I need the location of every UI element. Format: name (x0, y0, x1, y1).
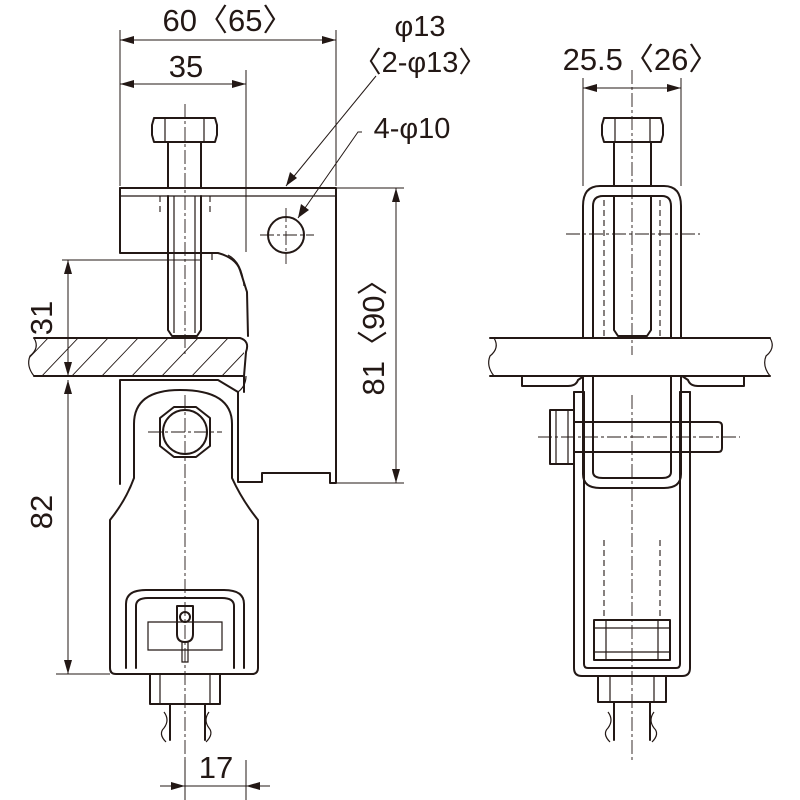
label-body-height: 81〈90〉 (356, 265, 391, 396)
set-bolt (151, 104, 218, 355)
side-cross-bolt (538, 409, 740, 465)
label-hole-small: 4-φ10 (374, 113, 451, 145)
clamp-body (119, 187, 337, 485)
hanger-plate (109, 389, 259, 675)
side-rod (604, 395, 658, 760)
label-rod-width: 17 (199, 750, 233, 785)
front-view (28, 104, 337, 760)
label-hole-main: φ13 (394, 11, 445, 43)
label-hanger-height: 82 (24, 495, 59, 529)
label-hole-main-alt: 〈2-φ13〉 (353, 47, 488, 79)
label-flange-gap: 31 (24, 301, 59, 335)
side-view (488, 70, 773, 760)
hanging-rod (160, 395, 212, 760)
dimension-labels: 60〈65〉 35 φ13 〈2-φ13〉 4-φ10 25.5〈26〉 31 … (24, 3, 719, 785)
side-set-bolt (566, 70, 700, 355)
beam-flange (28, 337, 249, 377)
side-beam (488, 337, 773, 377)
side-lower-nut (597, 675, 667, 703)
rod-nut (149, 673, 221, 705)
bolt-hole-13 (260, 208, 314, 264)
beam-hatching (30, 338, 244, 376)
dimension-lines (56, 30, 682, 800)
label-bolt-offset: 35 (169, 49, 203, 84)
label-overall-width: 60〈65〉 (163, 3, 294, 38)
label-side-width: 25.5〈26〉 (563, 42, 720, 77)
